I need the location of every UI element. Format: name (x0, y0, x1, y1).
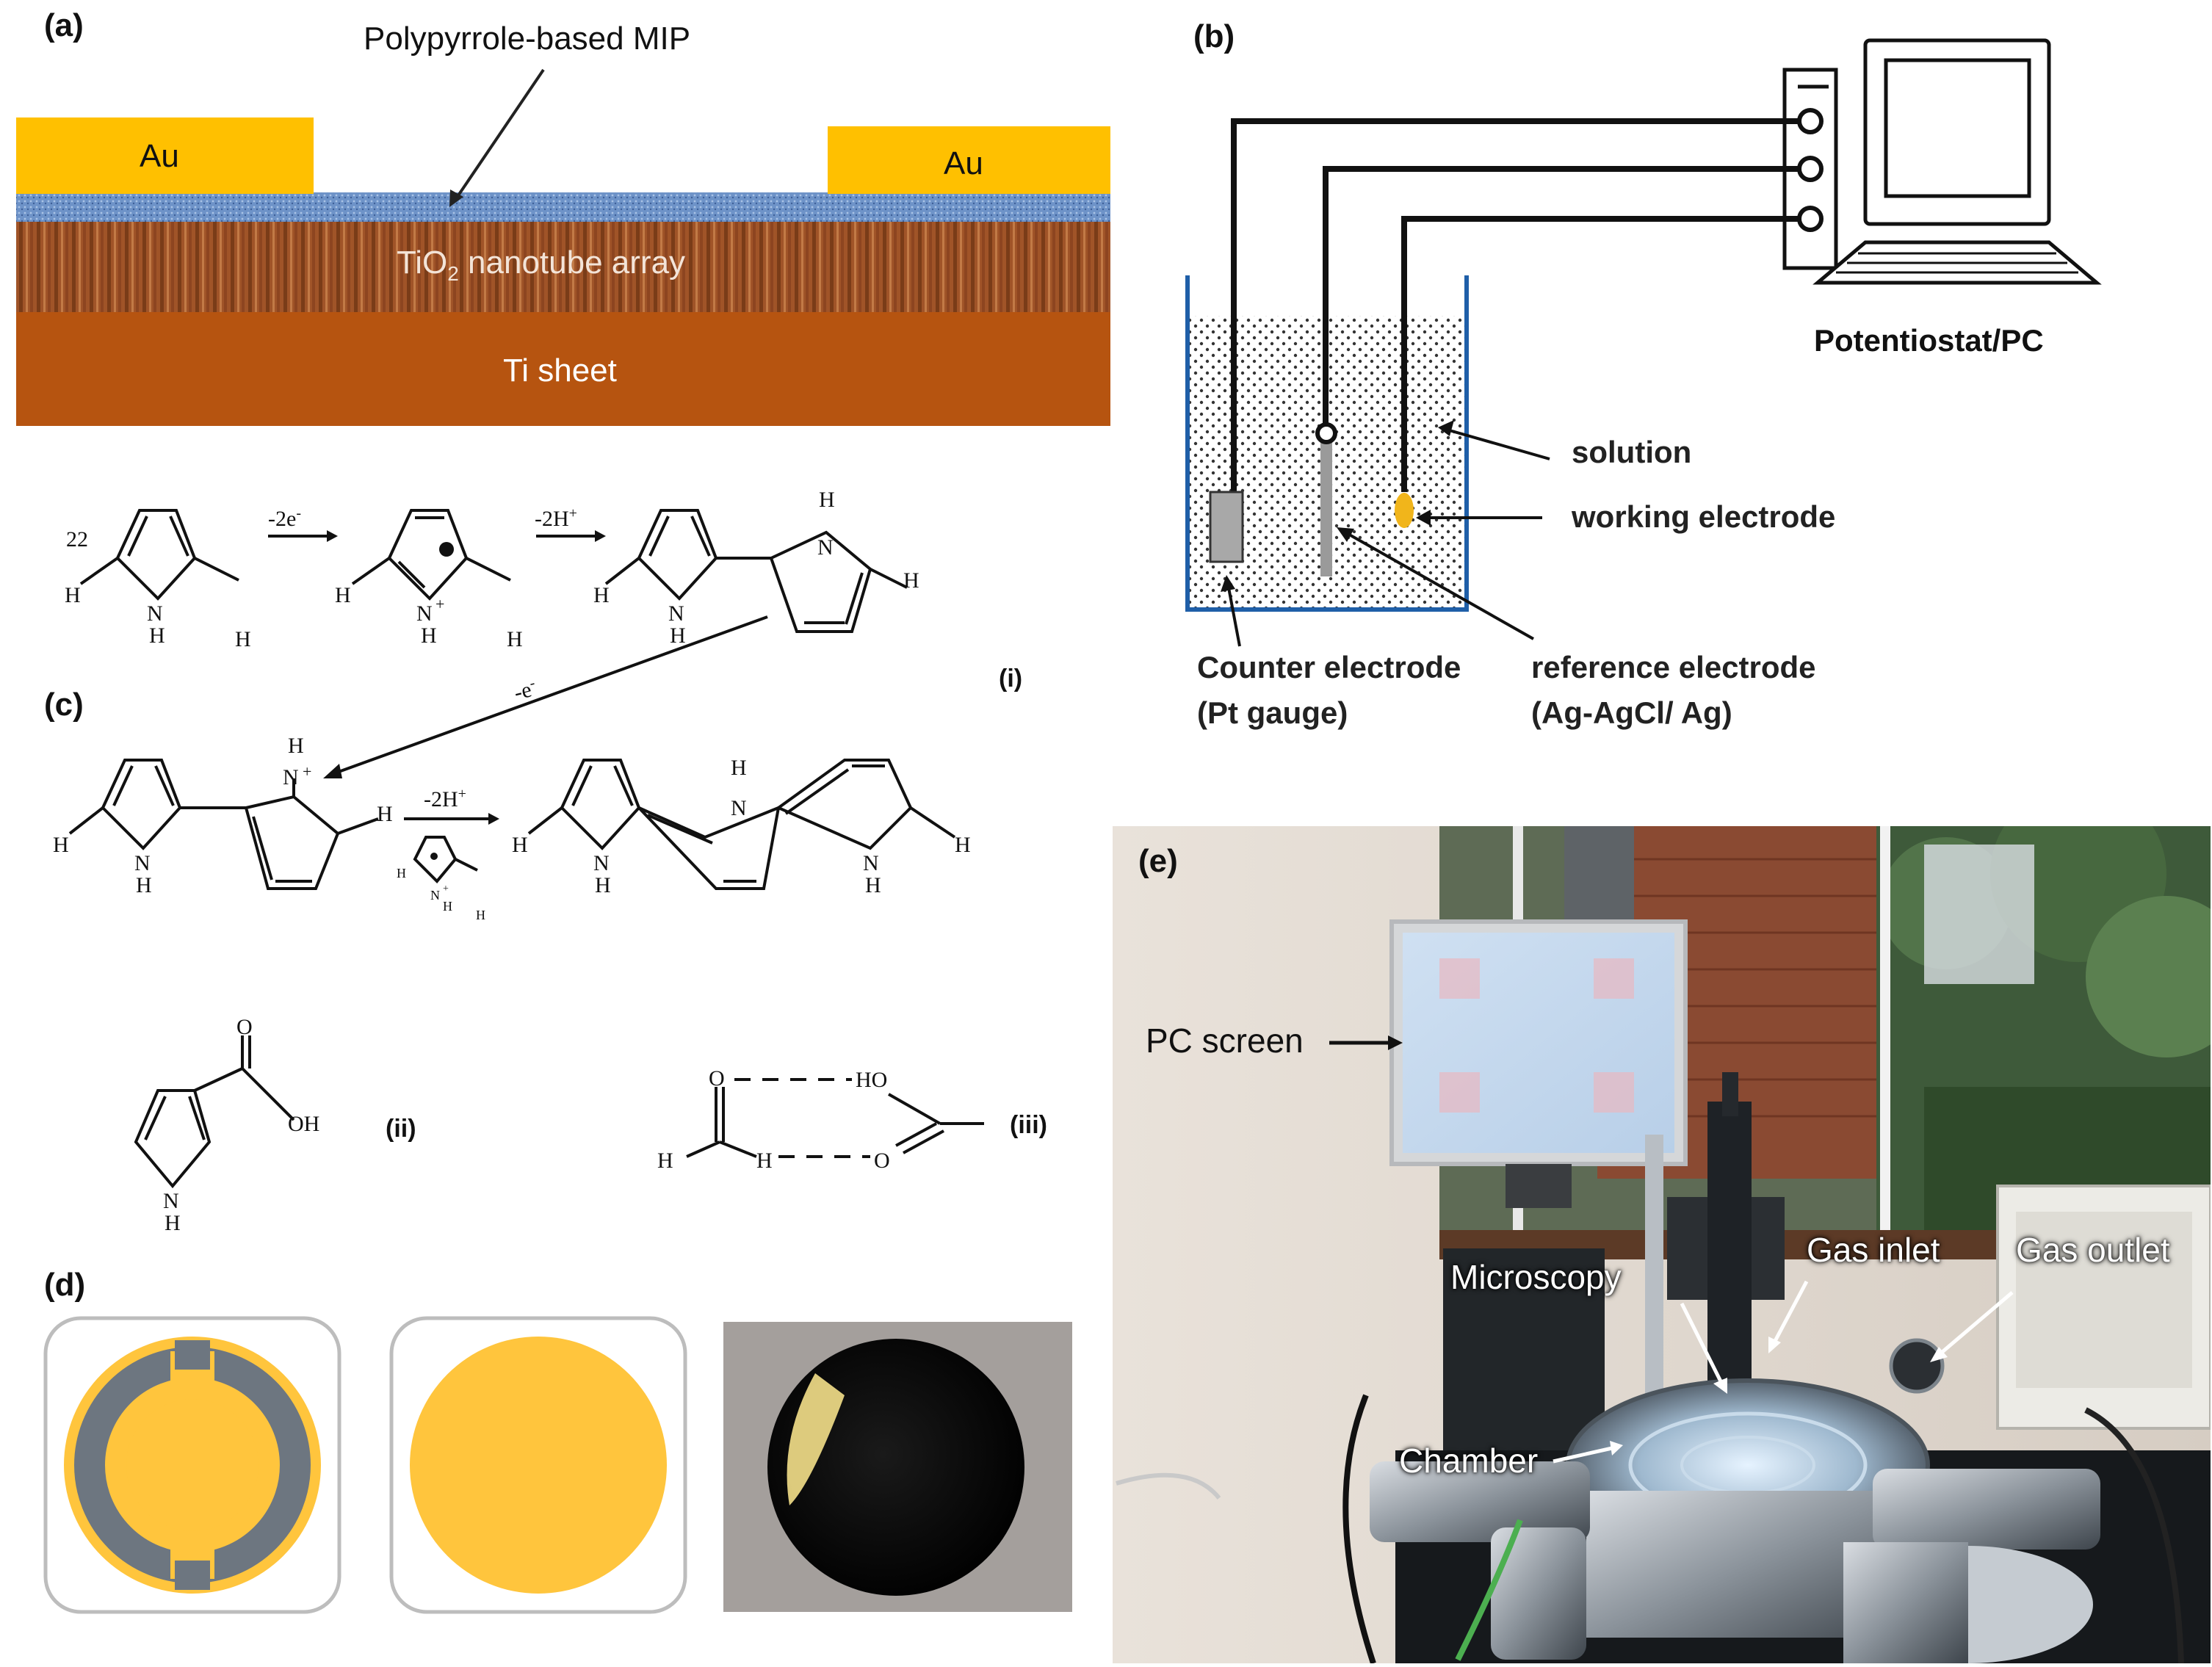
svg-text:N: N (430, 888, 440, 903)
svg-text:N: N (416, 601, 433, 626)
gas-outlet-label: Gas outlet (2016, 1231, 2170, 1269)
svg-text:H: H (593, 583, 610, 607)
mip-label: Polypyrrole-based MIP (364, 21, 691, 57)
svg-text:H: H (377, 802, 393, 826)
counter-electrode (1209, 491, 1244, 563)
svg-text:+: + (303, 762, 311, 781)
panel-d-label: (d) (44, 1267, 86, 1303)
svg-text:H: H (955, 833, 971, 857)
svg-text:N: N (593, 851, 610, 875)
potentiostat-label: Potentiostat/PC (1814, 323, 2044, 358)
svg-text:H: H (335, 583, 351, 607)
pc-screen-label: PC screen (1146, 1021, 1304, 1060)
panel-a-label: (a) (44, 7, 84, 43)
svg-text:O: O (236, 1015, 253, 1039)
svg-text:H: H (443, 899, 452, 914)
au-left-pad (16, 117, 314, 194)
ti-sheet-layer (16, 312, 1110, 426)
panel-b-label: (b) (1193, 18, 1235, 54)
beaker (1185, 275, 1469, 612)
working-electrode-label: working electrode (1572, 499, 1836, 534)
nanotube-layer (16, 220, 1110, 312)
svg-text:H: H (136, 873, 152, 897)
svg-text:H: H (819, 488, 835, 512)
svg-text:HO: HO (856, 1068, 887, 1092)
reference-electrode-label: reference electrode(Ag-AgCl/ Ag) (1531, 650, 1816, 730)
svg-text:N: N (731, 796, 747, 820)
svg-text:N: N (163, 1189, 179, 1213)
svg-text:H: H (53, 833, 69, 857)
svg-text:N: N (863, 851, 879, 875)
svg-text:H: H (165, 1211, 181, 1235)
svg-text:+: + (435, 595, 444, 613)
panel-e-label: (e) (1138, 843, 1178, 879)
scheme-i-label: (i) (999, 665, 1023, 693)
svg-text:H: H (507, 627, 523, 651)
svg-text:H: H (903, 568, 919, 593)
svg-text:H: H (670, 623, 686, 648)
svg-text:O: O (874, 1149, 890, 1173)
svg-text:H: H (476, 908, 485, 922)
svg-text:H: H (288, 734, 304, 758)
deprotonation-step-2: -2H+ (424, 786, 466, 811)
mip-arrow (454, 68, 545, 201)
svg-text:N: N (147, 601, 163, 626)
au-right-pad (828, 126, 1110, 194)
svg-text:N: N (283, 765, 299, 789)
svg-text:H: H (731, 756, 747, 780)
svg-text:H: H (595, 873, 611, 897)
svg-text:H: H (235, 627, 251, 651)
deprotonation-step-1: -2H+ (535, 505, 577, 531)
microscope-column (1707, 1102, 1752, 1381)
reference-electrode (1320, 433, 1332, 576)
svg-text:+: + (443, 883, 449, 894)
svg-text:H: H (65, 583, 81, 607)
ti-sheet-label: Ti sheet (503, 352, 617, 388)
svg-text:H: H (657, 1149, 673, 1173)
svg-text:O: O (709, 1066, 725, 1091)
solution-label: solution (1572, 435, 1692, 469)
counter-electrode-label: Counter electrode(Pt gauge) (1197, 650, 1461, 730)
svg-text:N: N (668, 601, 684, 626)
svg-text:H: H (512, 833, 528, 857)
scheme-iii-label: (iii) (1010, 1111, 1047, 1139)
svg-text:OH: OH (288, 1112, 319, 1136)
svg-text:H: H (397, 866, 406, 880)
working-electrode (1395, 493, 1414, 528)
nanotube-label: TiO2 nanotube array (397, 245, 686, 285)
microscopy-label: Microscopy (1450, 1258, 1622, 1296)
stoich-coefficient: 22 (66, 527, 88, 552)
au-left-label: Au (140, 138, 179, 174)
svg-text:H: H (421, 623, 437, 648)
mip-layer (16, 192, 1110, 222)
svg-text:H: H (756, 1149, 773, 1173)
panel-c-label: (c) (44, 687, 84, 723)
svg-text:N: N (817, 535, 834, 560)
svg-text:H: H (865, 873, 881, 897)
svg-text:N: N (134, 851, 151, 875)
au-right-label: Au (944, 145, 983, 181)
svg-text:H: H (149, 623, 165, 648)
scheme-ii-label: (ii) (386, 1115, 416, 1143)
gas-inlet-label: Gas inlet (1807, 1231, 1940, 1269)
chamber-label: Chamber (1399, 1442, 1539, 1480)
computer-icon (1782, 38, 2102, 285)
oxidation-step-1: -2e- (268, 505, 301, 531)
